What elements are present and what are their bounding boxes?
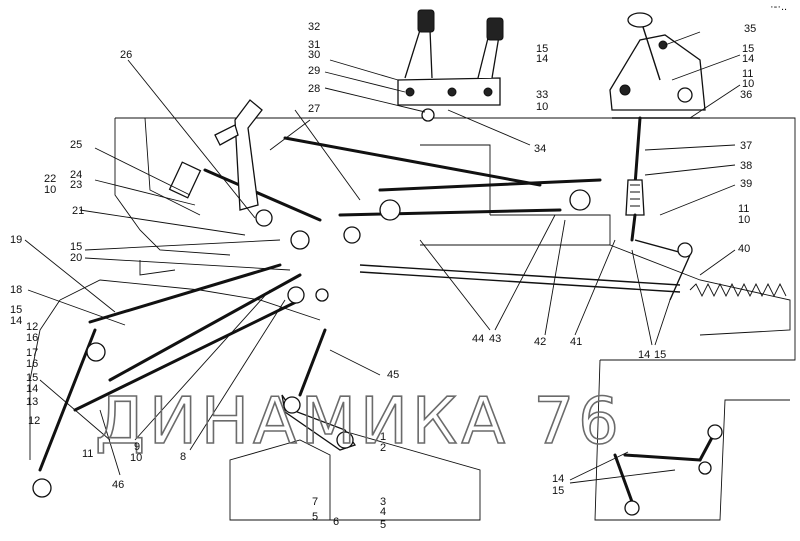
callout-label: 21: [72, 205, 84, 217]
callout-label: 15: [552, 485, 564, 497]
bottom-right-pedal: [613, 424, 723, 516]
callout-label: 33: [536, 89, 548, 101]
callout-label: 23: [70, 179, 82, 191]
callout-label: 24: [70, 169, 82, 181]
callout-label: 20: [70, 252, 82, 264]
callout-label: 32: [308, 21, 320, 33]
pedals-shafts: [32, 99, 693, 498]
callout-label: 36: [740, 89, 752, 101]
callout-label: 15: [742, 43, 754, 55]
callout-label: 10: [536, 101, 548, 113]
callout-label: 29: [308, 65, 320, 77]
callout-label: 28: [308, 83, 320, 95]
callout-label: 15: [654, 349, 666, 361]
callout-label: 4: [380, 506, 386, 518]
callout-label: 10: [130, 452, 142, 464]
callout-label: 16: [26, 332, 38, 344]
callout-label: 15: [70, 241, 82, 253]
callout-label: 7: [312, 496, 318, 508]
callout-label: 17: [26, 347, 38, 359]
callout-label: 34: [534, 143, 546, 155]
callout-label: 46: [112, 479, 124, 491]
callout-label: 10: [742, 78, 754, 90]
callout-label: 14: [742, 53, 754, 65]
callout-label: 14: [26, 383, 38, 395]
callout-label: 37: [740, 140, 752, 152]
callout-label: 6: [333, 516, 339, 528]
callout-label: 43: [489, 333, 501, 345]
callout-label: 14: [638, 349, 650, 361]
callout-label: 39: [740, 178, 752, 190]
callout-label: 5: [380, 519, 386, 531]
control-rods: [38, 136, 691, 472]
corner-mark: ·-·..: [770, 1, 787, 13]
callout-label: 5: [312, 511, 318, 523]
callout-label: 9: [134, 441, 140, 453]
callout-label: 13: [26, 396, 38, 408]
callout-label: 14: [10, 315, 22, 327]
callout-label: 31: [308, 39, 320, 51]
callout-label: 10: [738, 214, 750, 226]
callout-label: 11: [82, 448, 93, 460]
callout-label: 1: [380, 431, 386, 443]
callout-label: 14: [536, 53, 548, 65]
callout-label: 11: [738, 203, 749, 215]
callout-label: 27: [308, 103, 320, 115]
callout-labels: 32 31 30 29 28 27 26 25 24 23 22 10 21 1…: [10, 21, 756, 531]
callout-label: 18: [10, 284, 22, 296]
callout-label: 2: [380, 442, 386, 454]
return-spring: [689, 282, 787, 298]
callout-label: 15: [26, 372, 38, 384]
callout-label: 40: [738, 243, 750, 255]
callout-label: 26: [120, 49, 132, 61]
watermark: ДИНАМИКА 76: [95, 385, 623, 459]
callout-label: 30: [308, 49, 320, 61]
callout-label: 11: [742, 68, 753, 80]
leader-lines: [24, 31, 741, 484]
callout-label: 15: [536, 43, 548, 55]
callout-label: 45: [387, 369, 399, 381]
callout-label: 19: [10, 234, 22, 246]
callout-label: 12: [28, 415, 40, 427]
callout-label: 44: [472, 333, 484, 345]
callout-label: 38: [740, 160, 752, 172]
callout-label: 42: [534, 336, 546, 348]
callout-label: 16: [26, 358, 38, 370]
callout-label: 22: [44, 173, 56, 185]
callout-label: 8: [180, 451, 186, 463]
callout-label: 41: [570, 336, 582, 348]
callout-label: 12: [26, 321, 38, 333]
gear-levers-assembly: [397, 9, 504, 122]
callout-label: 10: [44, 184, 56, 196]
callout-label: 14: [552, 473, 564, 485]
callout-label: 15: [10, 304, 22, 316]
callout-label: 35: [744, 23, 756, 35]
callout-label: 25: [70, 139, 82, 151]
callout-label: 3: [380, 496, 386, 508]
right-quadrant-assembly: [609, 12, 706, 242]
